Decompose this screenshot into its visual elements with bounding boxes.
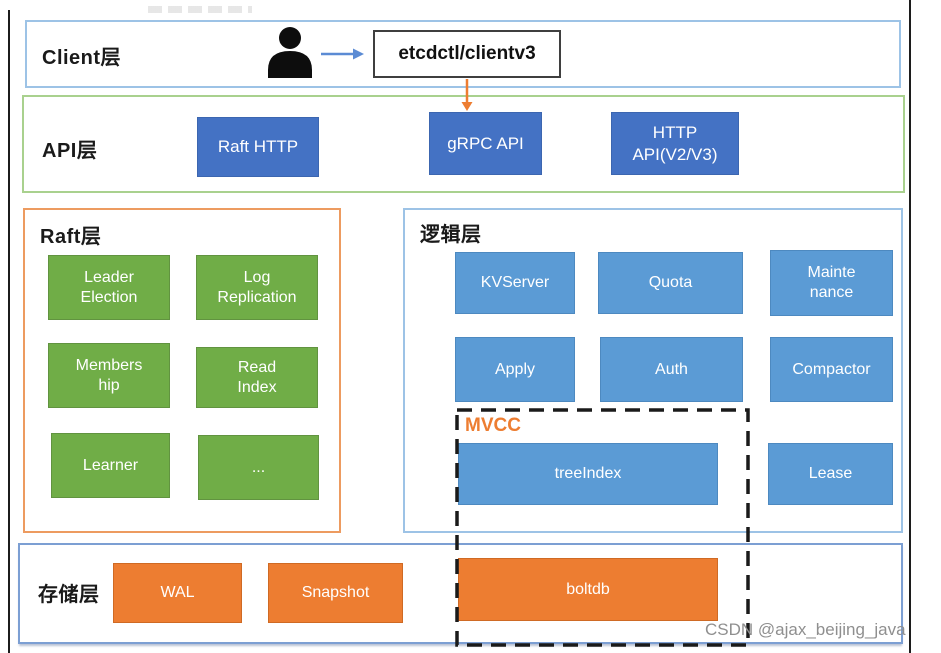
- storage-layer-label: 存储层: [38, 584, 100, 606]
- raft-more-node: ...: [198, 435, 319, 500]
- wal-node: WAL: [113, 563, 242, 623]
- maintenance-label: Mainte nance: [807, 264, 856, 301]
- quota-node: Quota: [598, 252, 743, 314]
- client-layer-label: Client层: [42, 47, 122, 69]
- membership-label: Members hip: [75, 356, 143, 394]
- http-api-label: HTTP API(V2/V3): [632, 123, 718, 164]
- right-rule-line: [909, 0, 911, 653]
- raft-http-node: Raft HTTP: [197, 117, 319, 177]
- csdn-watermark: CSDN @ajax_beijing_java: [705, 620, 906, 639]
- boltdb-node: boltdb: [458, 558, 718, 621]
- logic-layer-label: 逻辑层: [420, 224, 482, 246]
- etcdctl-clientv3-box: etcdctl/clientv3: [373, 30, 561, 78]
- lease-node: Lease: [768, 443, 893, 505]
- snapshot-label: Snapshot: [301, 584, 370, 601]
- raft-http-label: Raft HTTP: [217, 137, 299, 157]
- raft-more-label: ...: [251, 458, 266, 476]
- etcdctl-to-grpc-arrow: [461, 79, 473, 111]
- maintenance-node: Mainte nance: [770, 250, 893, 316]
- http-api-node: HTTP API(V2/V3): [611, 112, 739, 175]
- snapshot-node: Snapshot: [268, 563, 403, 623]
- mvcc-dashed-region: [455, 408, 750, 647]
- etcdctl-clientv3-label: etcdctl/clientv3: [398, 43, 536, 64]
- kvserver-label: KVServer: [480, 274, 550, 291]
- membership-node: Members hip: [48, 343, 170, 408]
- wal-label: WAL: [160, 584, 195, 601]
- log-replication-node: Log Replication: [196, 255, 318, 320]
- treeindex-node: treeIndex: [458, 443, 718, 505]
- treeindex-label: treeIndex: [554, 465, 622, 482]
- auth-node: Auth: [600, 337, 743, 402]
- compactor-label: Compactor: [792, 360, 871, 378]
- read-index-label: Read Index: [237, 358, 277, 396]
- grpc-api-label: gRPC API: [447, 133, 524, 153]
- api-layer-label: API层: [42, 140, 98, 162]
- quota-label: Quota: [648, 274, 693, 291]
- leader-election-label: Leader Election: [80, 268, 138, 306]
- cropped-watermark-remnant: [148, 6, 252, 13]
- boltdb-label: boltdb: [566, 580, 610, 598]
- grpc-api-node: gRPC API: [429, 112, 542, 175]
- leader-election-node: Leader Election: [48, 255, 170, 320]
- mvcc-label: MVCC: [465, 415, 521, 436]
- log-replication-label: Log Replication: [217, 268, 297, 306]
- left-rule-line: [8, 10, 10, 653]
- apply-node: Apply: [455, 337, 575, 402]
- read-index-node: Read Index: [196, 347, 318, 408]
- learner-label: Learner: [82, 456, 139, 474]
- client-to-etcdctl-arrow: [321, 48, 364, 60]
- auth-label: Auth: [655, 360, 688, 378]
- raft-layer-label: Raft层: [40, 226, 102, 248]
- lease-label: Lease: [808, 465, 853, 482]
- kvserver-node: KVServer: [455, 252, 575, 314]
- compactor-node: Compactor: [770, 337, 893, 402]
- apply-label: Apply: [494, 360, 536, 378]
- learner-node: Learner: [51, 433, 170, 498]
- user-icon: [268, 27, 312, 78]
